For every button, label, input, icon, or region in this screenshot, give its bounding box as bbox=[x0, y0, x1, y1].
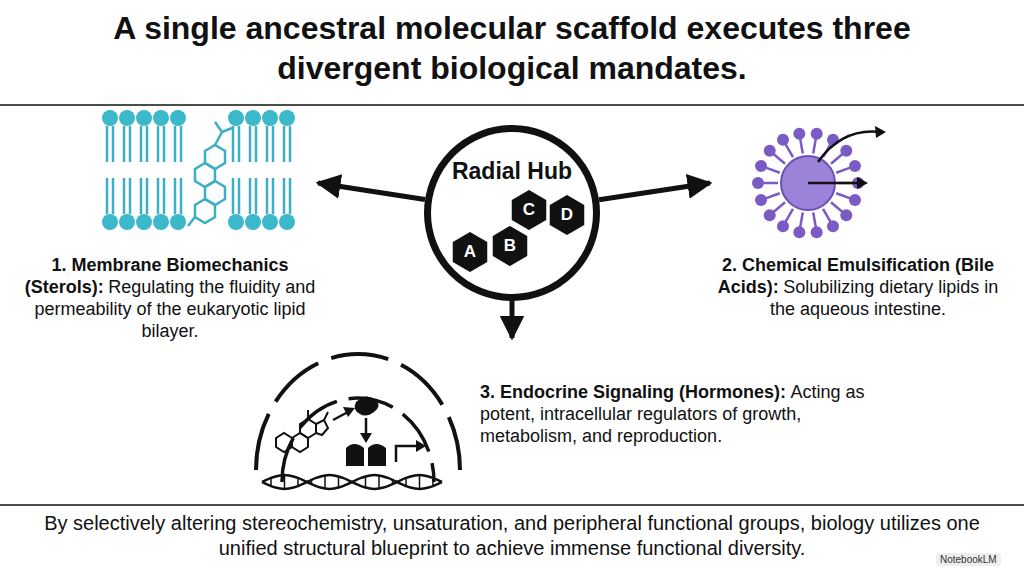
text-panel: 2. Chemical Emulsification (Bile Acids):… bbox=[710, 105, 1006, 321]
connector-arrow bbox=[599, 183, 710, 200]
rule-line bbox=[0, 104, 1024, 106]
ring-letter: C bbox=[523, 200, 535, 220]
ring-letter: D bbox=[561, 205, 573, 225]
rule-line bbox=[0, 504, 1024, 506]
hub-label: Radial Hub bbox=[431, 158, 593, 185]
ring-letter: A bbox=[464, 242, 476, 262]
ring-letter: B bbox=[504, 236, 516, 256]
hub-circle: Radial HubA BC D bbox=[424, 125, 600, 301]
ring-hexagon: D bbox=[545, 193, 589, 237]
micelle bbox=[752, 128, 864, 238]
text-panel: 3. Endocrine Signaling (Hormones):Acting… bbox=[250, 338, 902, 448]
sterol-molecule bbox=[188, 122, 232, 226]
watermark: NotebookLM bbox=[936, 553, 1001, 566]
ring-hexagon: B bbox=[488, 224, 532, 268]
connector-arrow bbox=[510, 301, 515, 338]
text-panel: 1. Membrane Biomechanics (Sterols):Regul… bbox=[22, 105, 318, 343]
title: A single ancestral molecular scaffold ex… bbox=[90, 8, 934, 88]
lipid-bilayer bbox=[102, 110, 295, 230]
connector-arrow bbox=[318, 183, 425, 200]
panel-body: Solubilizing dietary lipids in the aqueo… bbox=[770, 277, 998, 319]
ring-hexagon: C bbox=[507, 188, 551, 232]
release-arrows bbox=[808, 126, 886, 189]
cell-signaling-illustration bbox=[256, 354, 460, 489]
ring-hexagon: A bbox=[448, 230, 492, 274]
caption: By selectively altering stereochemistry,… bbox=[32, 511, 992, 561]
panel-heading: 3. Endocrine Signaling (Hormones): bbox=[480, 382, 786, 402]
